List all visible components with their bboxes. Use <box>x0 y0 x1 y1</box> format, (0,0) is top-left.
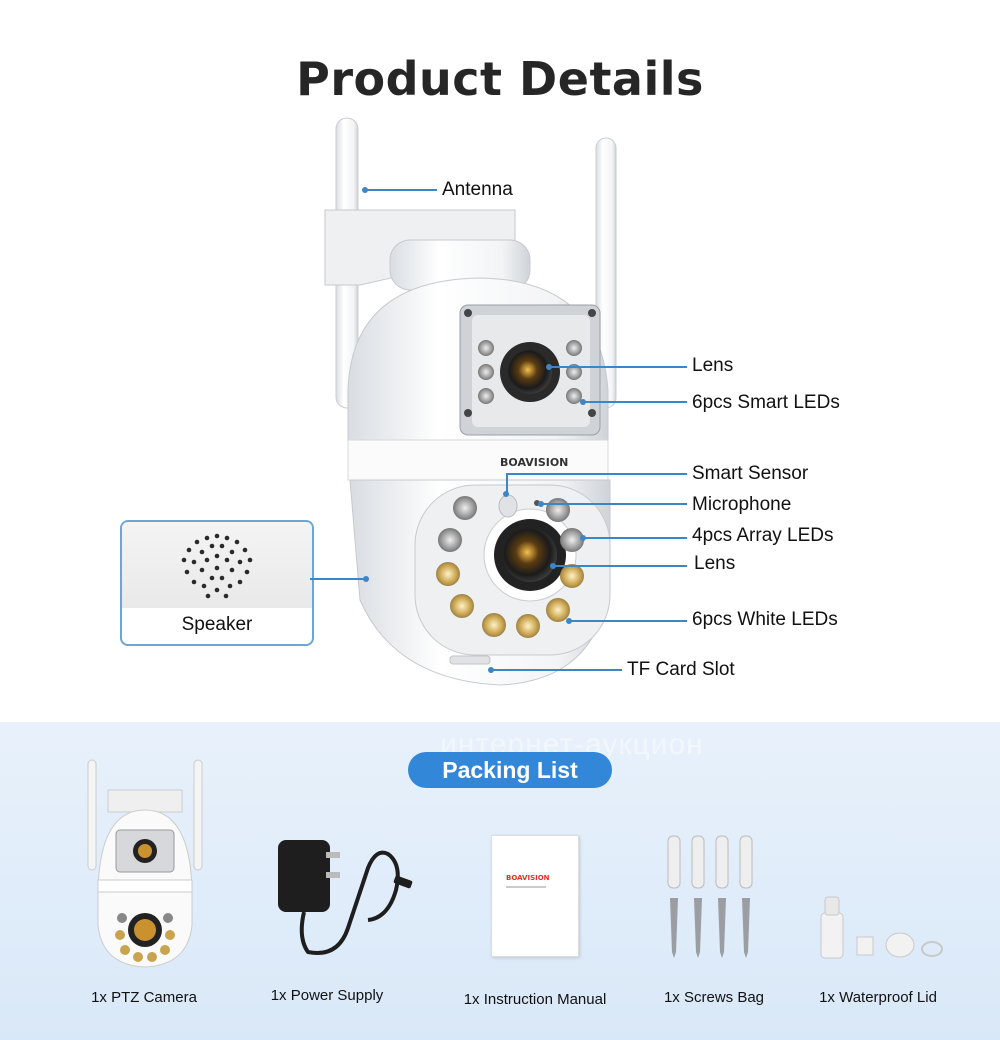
callout-white-leds: 6pcs White LEDs <box>692 609 838 630</box>
speaker-grille <box>122 522 312 608</box>
page-title: Product Details <box>296 52 704 106</box>
packing-item-label: 1x Instruction Manual <box>463 991 607 1008</box>
callout-antenna: Antenna <box>442 179 513 200</box>
packing-item-label: 1x PTZ Camera <box>91 989 197 1006</box>
callout-tf-card-slot: TF Card Slot <box>627 659 735 680</box>
packing-item-label: 1x Power Supply <box>270 987 384 1004</box>
waterproof-lid-icon <box>820 896 943 959</box>
callout-smart-leds: 6pcs Smart LEDs <box>692 392 840 413</box>
packing-list-title: Packing List <box>408 752 612 788</box>
ptz-camera-icon <box>87 759 203 968</box>
callout-array-leds: 4pcs Array LEDs <box>692 525 834 546</box>
callout-smart-sensor: Smart Sensor <box>692 463 809 484</box>
speaker-label: Speaker <box>181 614 253 635</box>
screws-icon <box>667 835 753 958</box>
power-adapter-icon <box>278 840 413 955</box>
speaker-grille-icon <box>181 533 253 599</box>
packing-item-label: 1x Waterproof Lid <box>819 989 937 1006</box>
packing-item-label: 1x Screws Bag <box>663 989 765 1006</box>
speaker-inset: Speaker <box>120 520 314 646</box>
ptz-camera-illustration: BOAVISION <box>324 117 617 686</box>
callout-lens-top: Lens <box>692 355 734 376</box>
manual-brand-logo: BOAVISION <box>506 874 550 882</box>
brand-logo: BOAVISION <box>500 456 568 469</box>
manual-icon: BOAVISION <box>491 835 579 957</box>
callout-microphone: Microphone <box>692 494 792 515</box>
callout-lens-bottom: Lens <box>694 553 736 574</box>
